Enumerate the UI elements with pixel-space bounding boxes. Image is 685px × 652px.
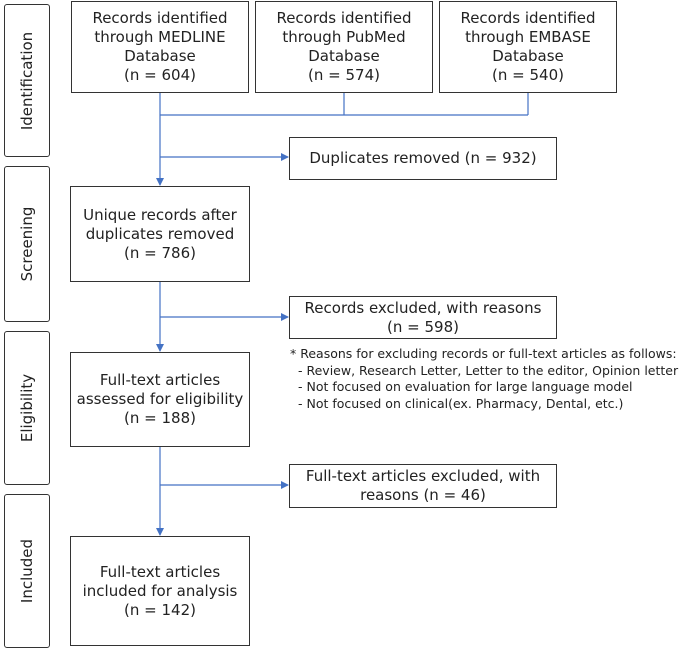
box-pubmed: Records identified through PubMed Databa…	[255, 1, 433, 93]
note-line-heading: * Reasons for excluding records or full-…	[290, 346, 677, 361]
box-embase: Records identified through EMBASE Databa…	[439, 1, 617, 93]
box-fulltext-assessed: Full-text articles assessed for eligibil…	[70, 352, 250, 447]
box-included-text: Full-text articles included for analysis…	[82, 562, 238, 619]
box-duplicates-removed: Duplicates removed (n = 932)	[289, 137, 557, 180]
box-medline: Records identified through MEDLINE Datab…	[71, 1, 249, 93]
box-unique-records-text: Unique records after duplicates removed …	[83, 205, 237, 262]
note-line-review: - Review, Research Letter, Letter to the…	[298, 362, 679, 378]
stage-included: Included	[4, 494, 50, 648]
box-records-excluded: Records excluded, with reasons (n = 598)	[289, 296, 557, 339]
stage-screening: Screening	[4, 166, 50, 322]
box-unique-records: Unique records after duplicates removed …	[70, 186, 250, 282]
box-embase-text: Records identified through EMBASE Databa…	[460, 9, 596, 84]
box-duplicates-removed-text: Duplicates removed (n = 932)	[309, 149, 537, 167]
exclusion-reasons-note: * Reasons for excluding records or full-…	[290, 346, 678, 412]
note-line-clinical: - Not focused on clinical(ex. Pharmacy, …	[298, 395, 624, 411]
box-pubmed-text: Records identified through PubMed Databa…	[276, 9, 412, 84]
stage-identification: Identification	[4, 4, 50, 157]
box-records-excluded-text: Records excluded, with reasons (n = 598)	[304, 298, 542, 336]
box-fulltext-excluded: Full-text articles excluded, with reason…	[289, 464, 557, 508]
box-included: Full-text articles included for analysis…	[70, 536, 250, 646]
box-fulltext-assessed-text: Full-text articles assessed for eligibil…	[76, 371, 244, 427]
stage-eligibility: Eligibility	[4, 331, 50, 485]
box-medline-text: Records identified through MEDLINE Datab…	[92, 9, 228, 84]
note-line-llm: - Not focused on evaluation for large la…	[298, 379, 633, 394]
box-fulltext-excluded-text: Full-text articles excluded, with reason…	[305, 467, 541, 504]
